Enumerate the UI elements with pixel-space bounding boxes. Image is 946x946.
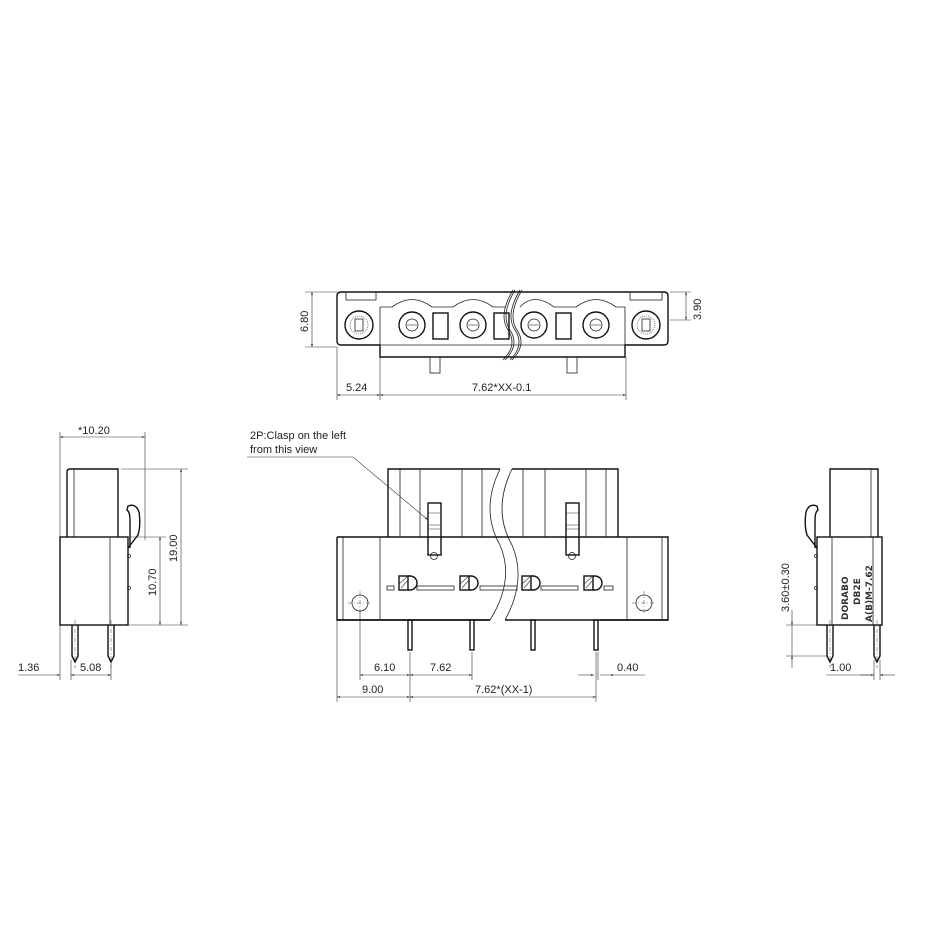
dim-height: 6.80	[299, 311, 311, 332]
brand-logo: DORABO	[841, 576, 851, 620]
model-label: DB2E	[853, 578, 863, 605]
dim-edge-to-pin: 9.00	[362, 684, 383, 696]
dim-total-height: 19.00	[168, 534, 180, 562]
dim-pin-span: 7.62*(XX-1)	[475, 684, 532, 696]
dim-pin-thickness: 1.00	[830, 662, 851, 674]
dim-pin-width: 0.40	[617, 662, 638, 674]
dim-flange: 3.90	[692, 299, 704, 320]
dim-length: 7.62*XX-0.1	[472, 382, 531, 394]
mount-hole-left	[344, 310, 374, 340]
left-view: *10.20 19.00 10.70 1.36 5.08	[18, 425, 188, 680]
dim-hole-to-pin: 6.10	[374, 662, 395, 674]
dim-pin-offset: 1.36	[18, 662, 39, 674]
clasp-right	[565, 502, 580, 560]
mount-hole-right	[631, 310, 661, 340]
dim-pitch: 7.62	[430, 662, 451, 674]
dim-left-offset: 5.24	[346, 382, 367, 394]
dim-pin-length: 3.60±0.30	[780, 563, 792, 612]
screw-terminals	[398, 311, 610, 340]
dim-width: *10.20	[78, 425, 110, 437]
clasp-left	[427, 502, 442, 560]
pin-markers	[386, 575, 614, 591]
series-label: A(B)M-7.62	[865, 565, 875, 622]
pins	[407, 619, 599, 651]
dim-base-height: 10.70	[147, 568, 159, 596]
right-view: DORABO DB2E A(B)M-7.62 3.60±0.30 1.00	[780, 468, 895, 680]
clasp-note-line1: 2P:Clasp on the left	[250, 430, 346, 442]
dim-pin-spacing: 5.08	[80, 662, 101, 674]
clasp-note-line2: from this view	[250, 444, 317, 456]
front-view: 2P:Clasp on the left from this view 6.10…	[247, 430, 669, 702]
top-view: 6.80 3.90 5.24 7.62*XX-0.1	[299, 289, 704, 400]
